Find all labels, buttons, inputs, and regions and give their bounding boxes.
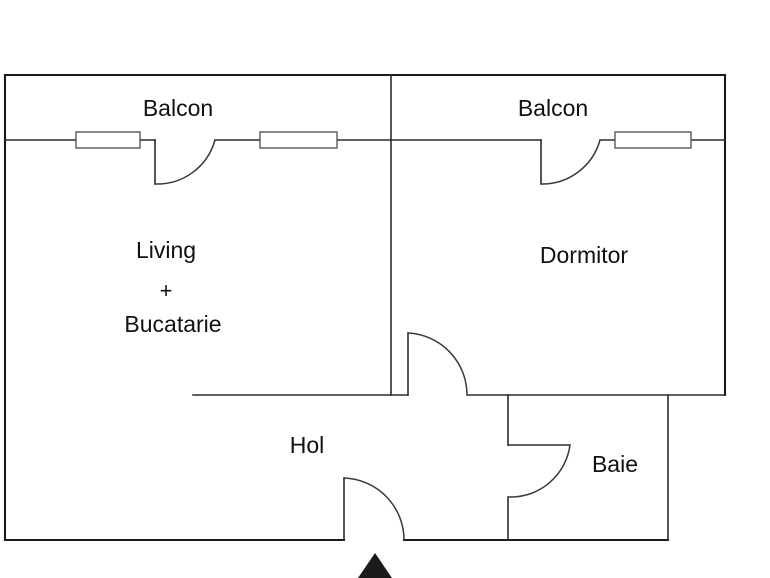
window-symbols <box>75 131 692 149</box>
room-label-bucatarie: Bucatarie <box>124 311 221 337</box>
room-label-balcon-right: Balcon <box>518 95 588 121</box>
door-arc-baie <box>507 444 571 498</box>
room-label-hol: Hol <box>290 432 325 458</box>
room-label-living: Living <box>136 237 196 263</box>
entrance-arrow-icon <box>358 553 392 578</box>
room-label-dormitor: Dormitor <box>540 242 629 268</box>
door-swings <box>154 139 601 541</box>
window-living-left <box>75 131 141 149</box>
baie-walls <box>507 394 669 541</box>
door-arc-balcon-dormitor <box>540 139 601 185</box>
room-label-baie: Baie <box>592 451 638 477</box>
window-living-right <box>259 131 338 149</box>
room-label-living-plus: + <box>160 278 173 303</box>
room-labels: Balcon Balcon Living + Bucatarie Dormito… <box>124 95 638 477</box>
window-dormitor <box>614 131 692 149</box>
door-arc-entrance <box>343 477 405 541</box>
hol-partition-walls <box>192 332 726 396</box>
door-arc-dormitor-hol <box>407 332 468 396</box>
room-label-balcon-left: Balcon <box>143 95 213 121</box>
door-arc-balcon-living <box>154 139 216 185</box>
exterior-walls <box>3 73 727 542</box>
